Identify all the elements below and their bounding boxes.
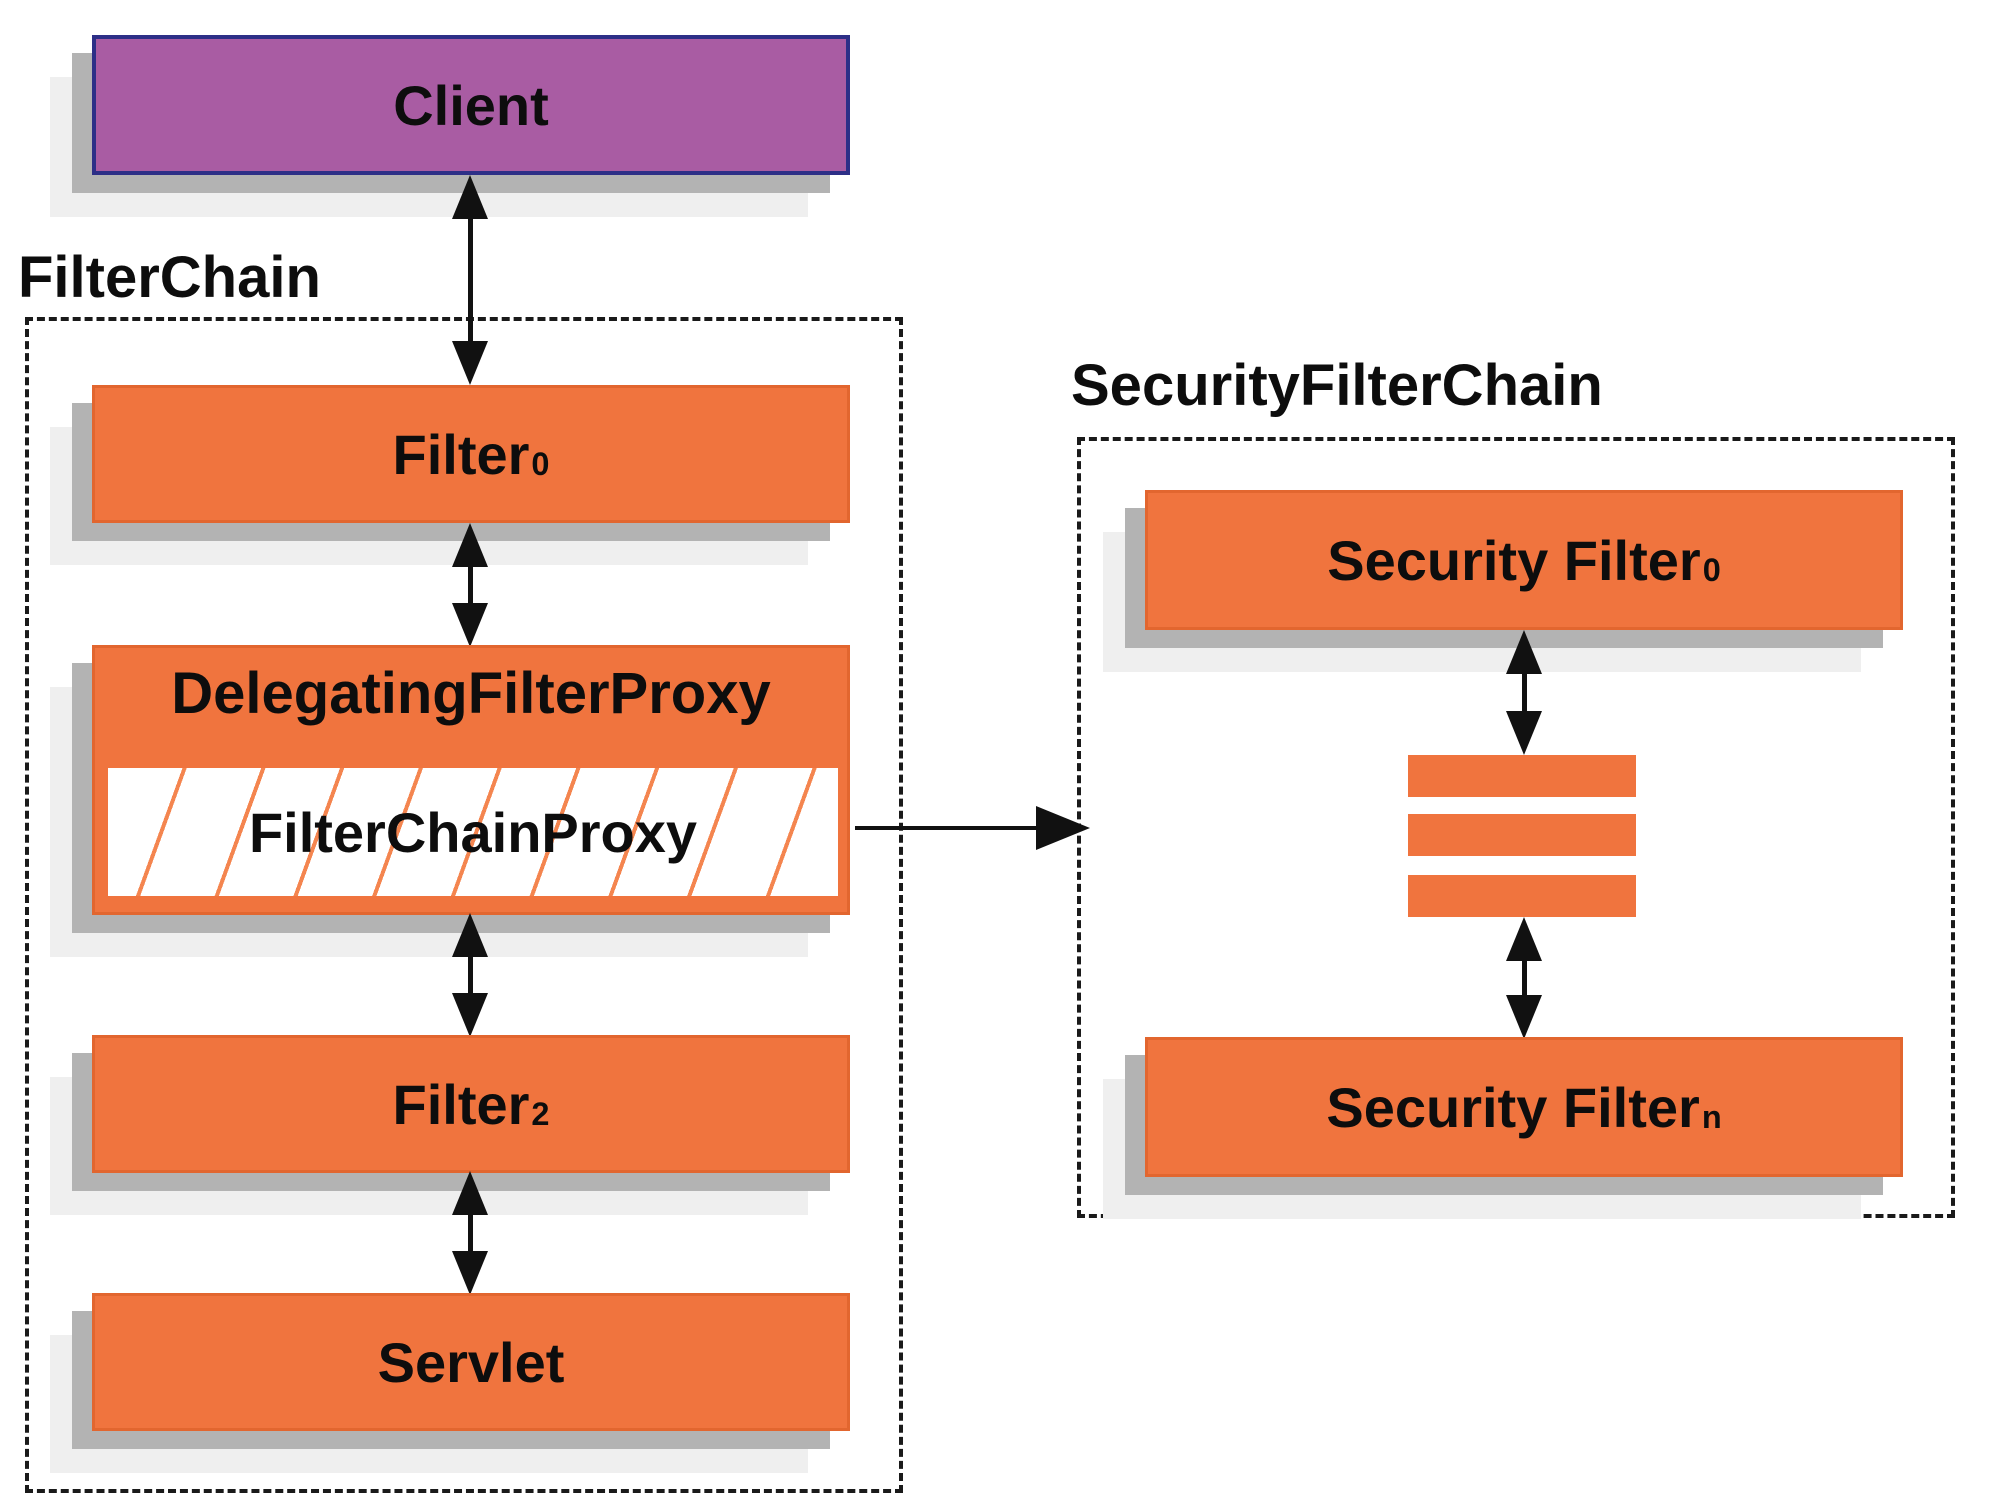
arrow-filter0-delegatingfilterproxy	[452, 523, 488, 647]
arrowhead-down-icon	[452, 603, 488, 647]
arrow-line	[467, 947, 473, 1003]
servlet-box: Servlet	[92, 1293, 850, 1431]
client-label: Client	[393, 73, 549, 137]
arrow-line	[467, 209, 473, 351]
filter0-label: Filter	[392, 422, 530, 486]
delegatingfilterproxy-label: DelegatingFilterProxy	[171, 661, 771, 726]
ellipsis-bar	[1408, 755, 1636, 797]
arrow-line	[1521, 664, 1527, 721]
security-filter0-subscript: 0	[1702, 551, 1721, 588]
arrow-filter2-servlet	[452, 1171, 488, 1295]
filterchain-region	[25, 317, 903, 1493]
arrow-filterchainproxy-securityfilterchain	[855, 806, 1090, 850]
arrow-line	[855, 826, 1042, 830]
delegatingfilterproxy-box: DelegatingFilterProxy FilterChainProxy	[92, 645, 850, 915]
ellipsis-bar	[1408, 814, 1636, 856]
arrowhead-down-icon	[452, 1251, 488, 1295]
filterchainproxy-label: FilterChainProxy	[248, 800, 698, 864]
security-filtern-subscript: n	[1701, 1098, 1722, 1135]
arrow-line	[467, 1205, 473, 1261]
arrowhead-down-icon	[452, 341, 488, 385]
client-box: Client	[92, 35, 850, 175]
security-filter0-label: Security Filter	[1327, 528, 1701, 592]
servlet-label: Servlet	[377, 1330, 565, 1394]
ellipsis-bar	[1408, 875, 1636, 917]
arrow-client-filter0	[452, 175, 488, 385]
arrow-line	[1521, 951, 1527, 1005]
arrow-ellipsis-securityfiltern	[1506, 917, 1542, 1039]
filter2-subscript: 2	[531, 1095, 550, 1132]
arrow-line	[467, 557, 473, 613]
securityfilterchain-title: SecurityFilterChain	[1071, 353, 1603, 418]
filterchainproxy-box: FilterChainProxy	[103, 763, 843, 901]
arrowhead-right-icon	[1036, 806, 1090, 850]
arrowhead-down-icon	[1506, 711, 1542, 755]
arrowhead-down-icon	[452, 993, 488, 1037]
security-filtern-label: Security Filter	[1326, 1075, 1700, 1139]
arrow-securityfilter0-ellipsis	[1506, 630, 1542, 755]
arrow-delegatingfilterproxy-filter2	[452, 913, 488, 1037]
filterchain-title: FilterChain	[18, 245, 321, 310]
filter0-subscript: 0	[531, 445, 550, 482]
arrowhead-down-icon	[1506, 995, 1542, 1039]
filter2-label: Filter	[392, 1072, 530, 1136]
